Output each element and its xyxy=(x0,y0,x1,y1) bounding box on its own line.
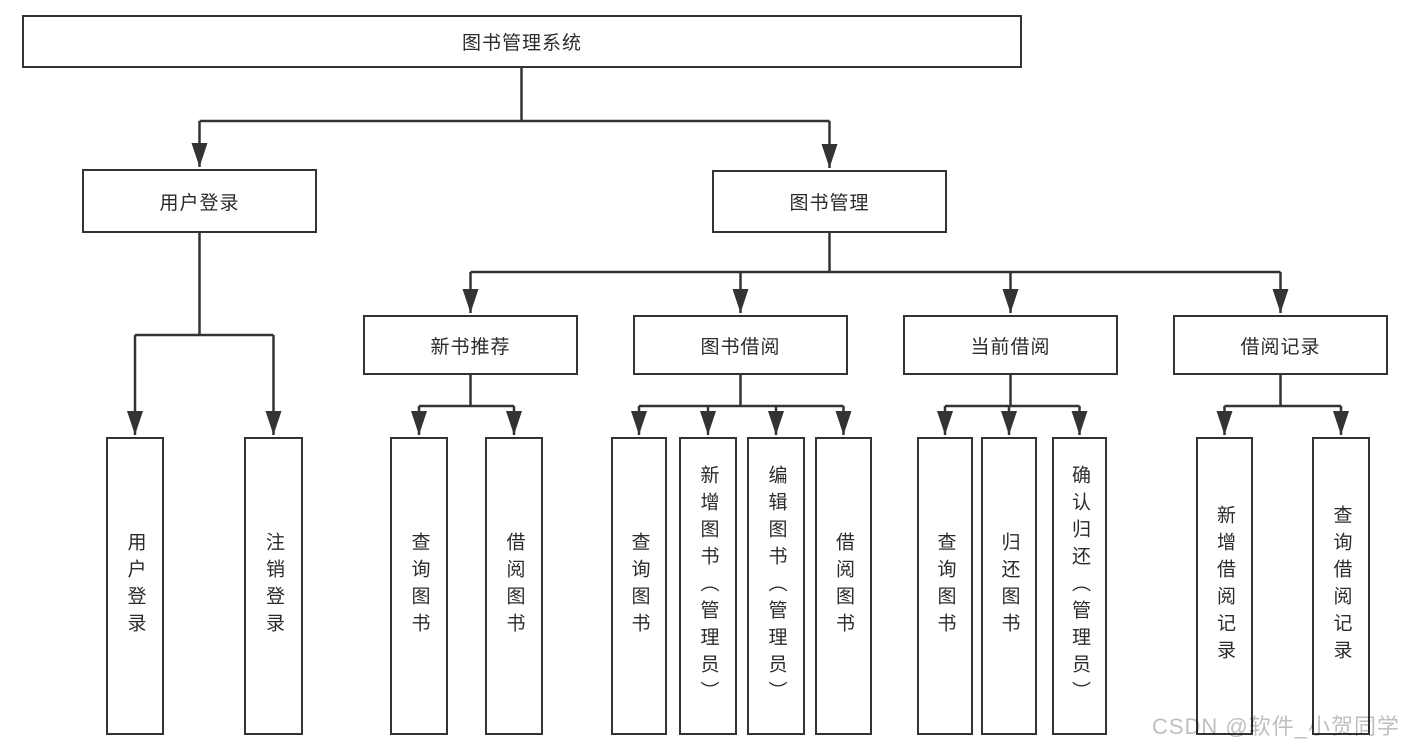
node-book-borrow: 图书借阅 xyxy=(633,315,848,375)
leaf-return-books: 归还图书 xyxy=(981,437,1037,735)
node-book-management: 图书管理 xyxy=(712,170,947,233)
leaf-query-borrow-record: 查询借阅记录 xyxy=(1312,437,1370,735)
leaf-add-borrow-record: 新增借阅记录 xyxy=(1196,437,1253,735)
leaf-query-books-3: 查询图书 xyxy=(917,437,973,735)
leaf-borrow-books-1: 借阅图书 xyxy=(485,437,543,735)
node-root: 图书管理系统 xyxy=(22,15,1022,68)
leaf-query-books-2: 查询图书 xyxy=(611,437,667,735)
node-borrow-records: 借阅记录 xyxy=(1173,315,1388,375)
leaf-confirm-return-admin: 确认归还（管理员） xyxy=(1052,437,1107,735)
leaf-add-book-admin: 新增图书（管理员） xyxy=(679,437,737,735)
leaf-user-login: 用户登录 xyxy=(106,437,164,735)
leaf-edit-book-admin: 编辑图书（管理员） xyxy=(747,437,805,735)
leaf-borrow-books-2: 借阅图书 xyxy=(815,437,872,735)
node-current-borrow: 当前借阅 xyxy=(903,315,1118,375)
node-new-book-recommend: 新书推荐 xyxy=(363,315,578,375)
watermark: CSDN @软件_小贺同学 xyxy=(1151,714,1400,739)
leaf-query-books-1: 查询图书 xyxy=(390,437,448,735)
leaf-logout: 注销登录 xyxy=(244,437,303,735)
node-user-login: 用户登录 xyxy=(82,169,317,233)
